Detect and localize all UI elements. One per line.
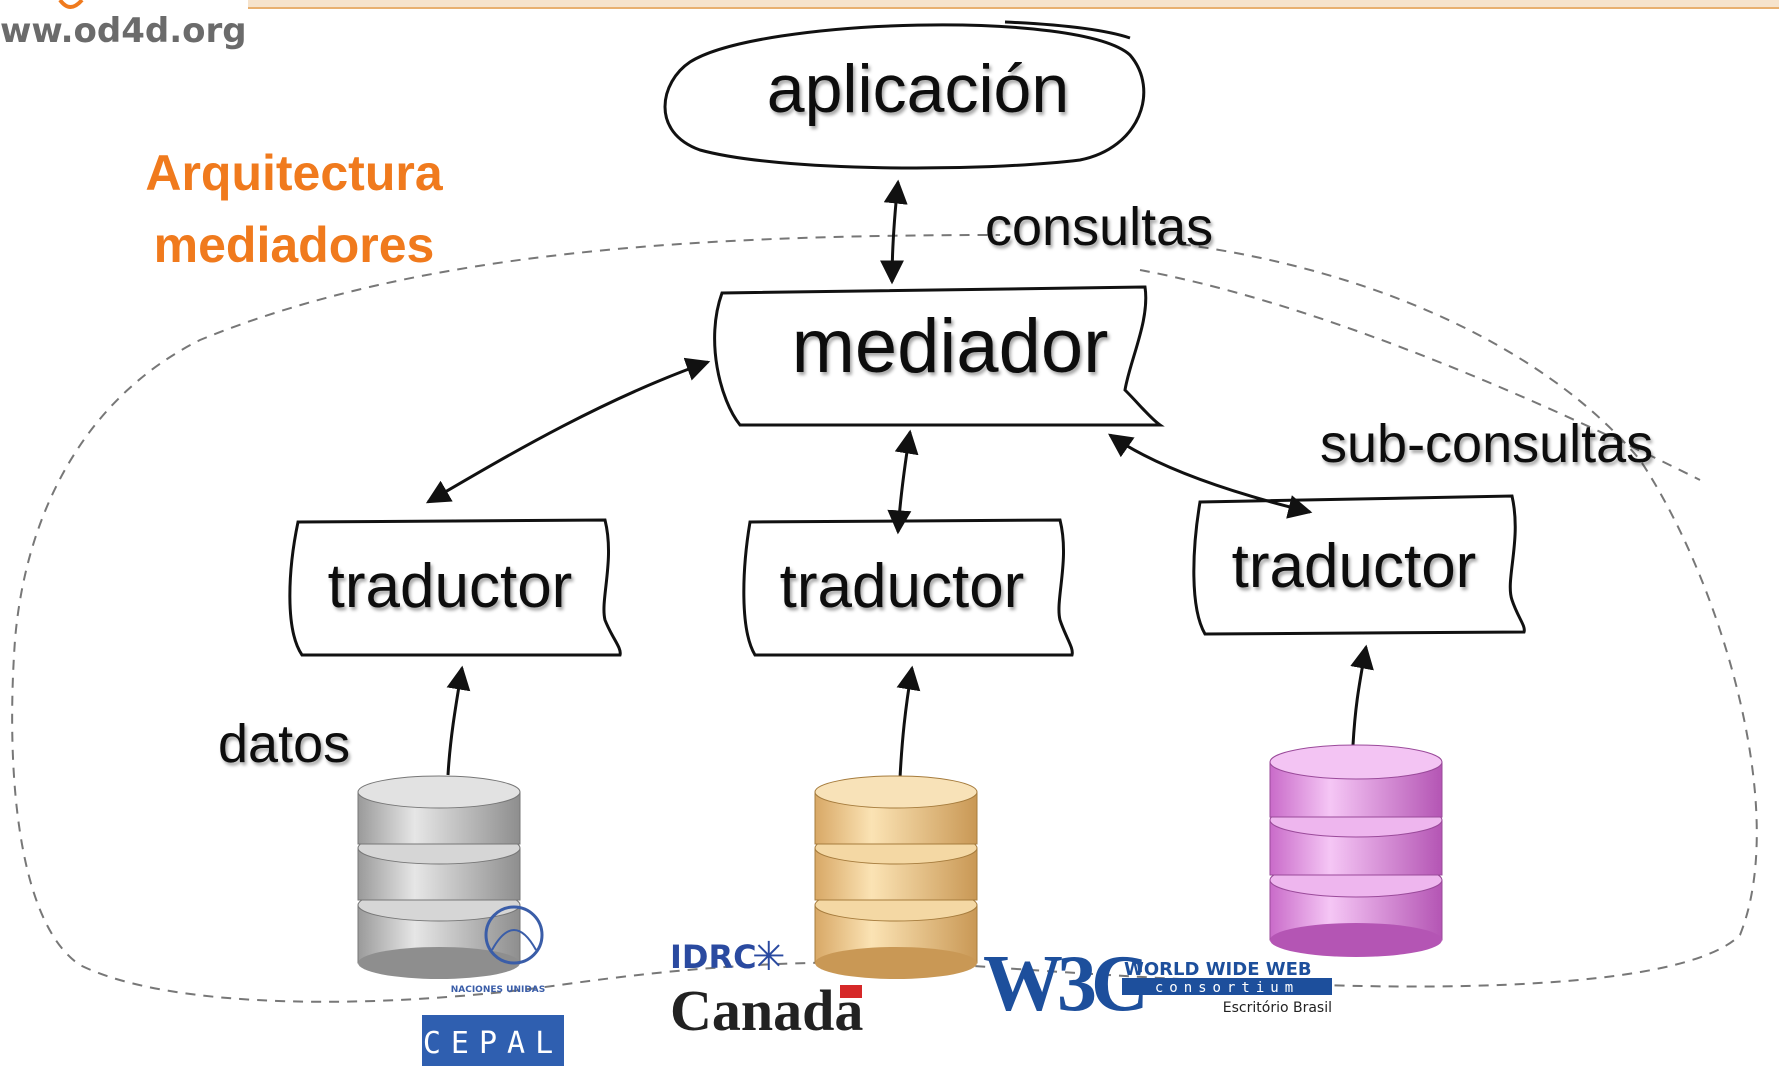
- canada-label: Canada: [670, 978, 863, 1043]
- arrow-mediator-translator-2: [887, 429, 919, 535]
- application-node: aplicación: [663, 20, 1146, 170]
- subqueries-label: sub-consultas: [1320, 414, 1653, 474]
- database-icon-1: [357, 775, 521, 979]
- w3c-logo: W3C WORLD WIDE WEB consortium Escritório…: [983, 940, 1332, 1028]
- translator-label: traductor: [1232, 532, 1477, 601]
- idrc-logo: IDRC ✳ Canada: [670, 935, 863, 1043]
- arrow-db-translator-3: [1350, 644, 1374, 746]
- title-line-1: Arquitectura: [145, 145, 443, 201]
- canada-flag-icon: [840, 985, 862, 998]
- arrow-mediator-translator-1: [425, 357, 711, 504]
- database-icon-2: [814, 775, 978, 979]
- mediator-node: mediador: [713, 285, 1165, 427]
- site-logo: ww.od4d.org: [0, 0, 247, 51]
- un-emblem-icon: NACIONES UNIDAS: [451, 905, 546, 995]
- w3c-label: W3C: [983, 940, 1143, 1028]
- arrow-mediator-translator-3: [1108, 433, 1313, 519]
- data-label: datos: [218, 714, 350, 774]
- idrc-star-icon: ✳: [752, 935, 786, 979]
- un-label: NACIONES UNIDAS: [451, 985, 546, 995]
- cepal-label: CEPAL: [423, 1026, 563, 1061]
- w3c-consortium-bar: [1122, 978, 1332, 995]
- application-label: aplicación: [767, 51, 1069, 127]
- w3c-top-label: WORLD WIDE WEB: [1124, 959, 1312, 980]
- idrc-label: IDRC: [670, 938, 757, 976]
- w3c-sub-label: Escritório Brasil: [1223, 1000, 1332, 1016]
- arrow-db-translator-1: [446, 665, 471, 776]
- mediator-label: mediador: [792, 304, 1109, 389]
- translator-node-1: traductor: [288, 518, 622, 657]
- queries-label: consultas: [985, 197, 1213, 257]
- translator-node-3: traductor: [1192, 494, 1526, 636]
- arrow-app-mediator: [880, 179, 908, 285]
- translator-label: traductor: [780, 552, 1025, 621]
- translator-node-2: traductor: [742, 518, 1074, 657]
- database-icon-3: [1269, 744, 1443, 957]
- site-url: ww.od4d.org: [0, 11, 247, 51]
- header-bar: [248, 0, 1779, 9]
- translator-label: traductor: [328, 552, 573, 621]
- w3c-mid-label: consortium: [1155, 980, 1299, 996]
- arrows: [425, 179, 1374, 779]
- arrow-db-translator-2: [896, 665, 921, 779]
- cepal-logo: CEPAL: [422, 1015, 564, 1066]
- title-line-2: mediadores: [154, 217, 435, 273]
- boundary-inner-line: [1139, 269, 1701, 481]
